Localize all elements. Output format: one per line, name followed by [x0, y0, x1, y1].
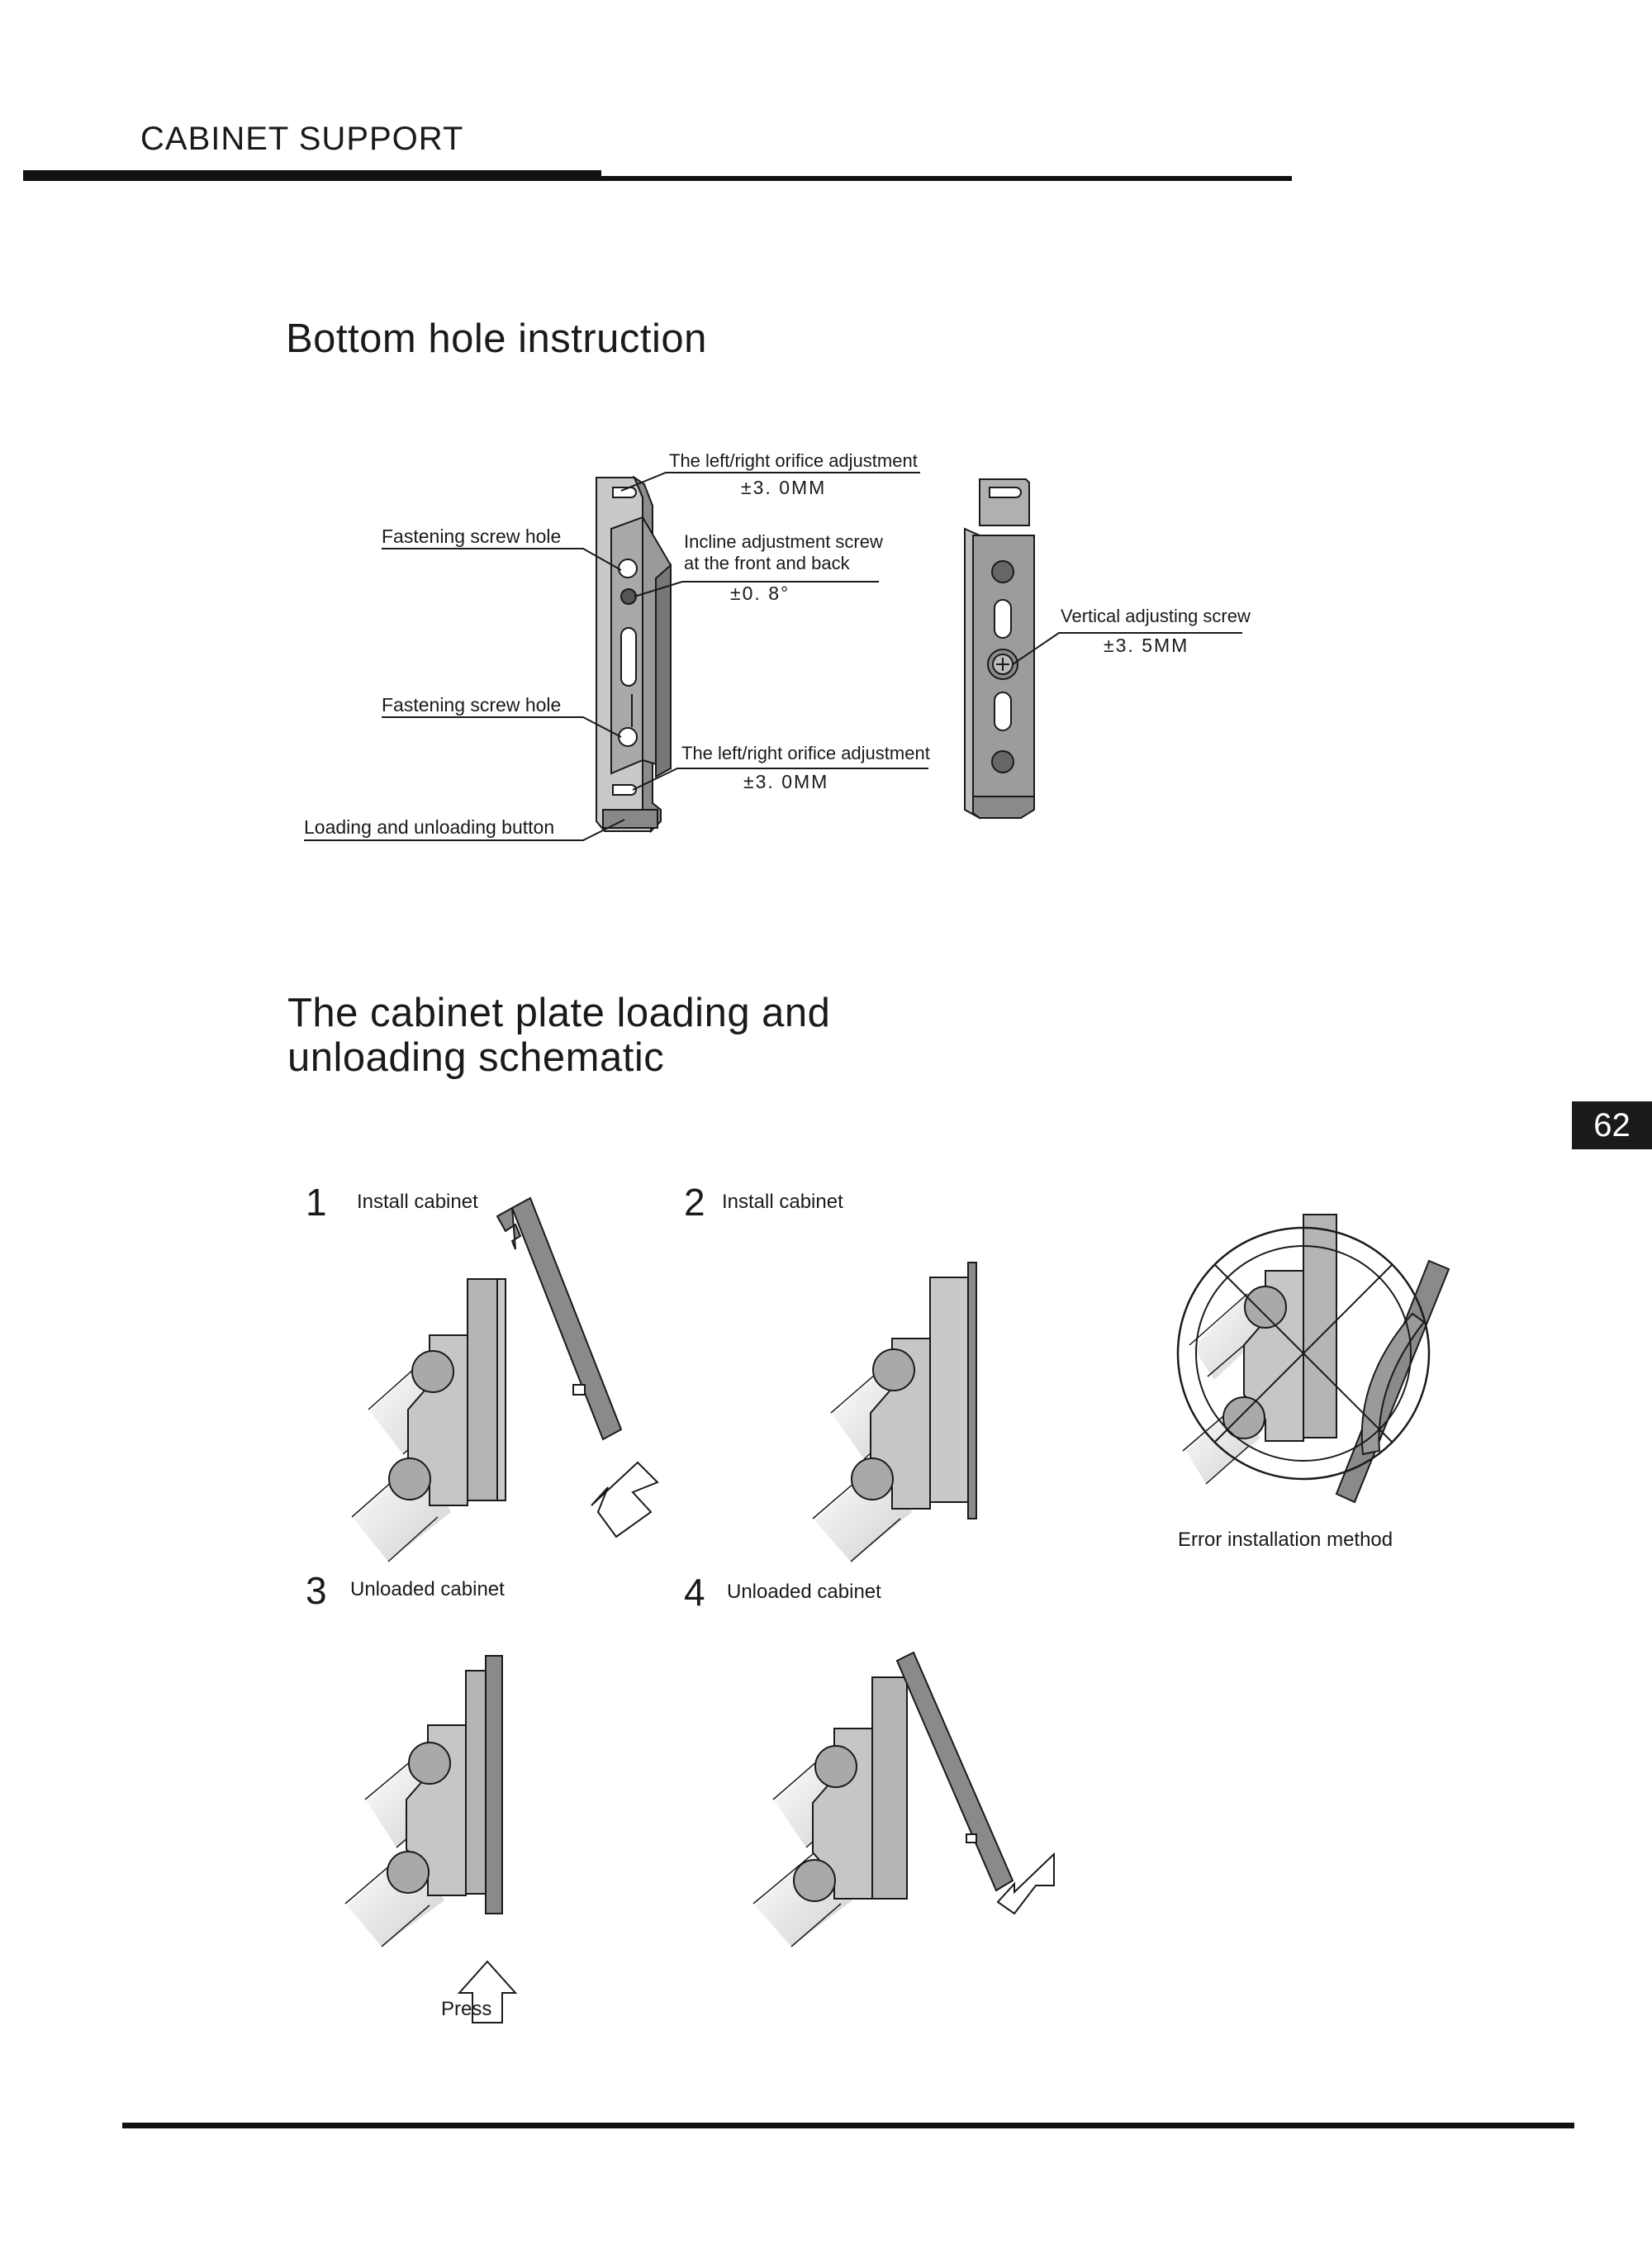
step1-illustration	[351, 1196, 659, 1562]
label-orifice-bottom: The left/right orifice adjustment	[681, 743, 930, 763]
step-label-4: Unloaded cabinet	[727, 1581, 881, 1603]
header-rule-thick	[23, 170, 601, 180]
error-installation-label: Error installation method	[1178, 1529, 1393, 1551]
section-title-loading-schematic: The cabinet plate loading and unloading …	[287, 991, 831, 1080]
step-number-1: 1	[306, 1181, 327, 1224]
label-vertical-adjusting-screw: Vertical adjusting screw	[1061, 606, 1251, 626]
bracket-side-illustration	[964, 478, 1035, 820]
step-number-2: 2	[684, 1181, 705, 1224]
step3-illustration	[344, 1655, 518, 2023]
label-loading-unloading-button: Loading and unloading button	[304, 816, 555, 838]
step-number-3: 3	[306, 1569, 327, 1612]
footer-rule	[122, 2123, 1574, 2128]
press-label: Press	[441, 1998, 492, 2020]
section-title-bottom-hole: Bottom hole instruction	[286, 316, 707, 361]
value-vertical: ±3. 5MM	[1104, 635, 1189, 656]
page-header-title: CABINET SUPPORT	[140, 121, 464, 157]
value-incline: ±0. 8°	[730, 583, 790, 604]
value-orifice-bottom: ±3. 0MM	[743, 771, 829, 792]
page-number-tab: 62	[1572, 1101, 1652, 1149]
label-orifice-top: The left/right orifice adjustment	[669, 450, 918, 471]
label-fastening-screw-hole-1: Fastening screw hole	[382, 525, 562, 547]
step2-illustration	[812, 1262, 977, 1562]
step4-illustration	[752, 1651, 1055, 1947]
step-label-1: Install cabinet	[357, 1191, 478, 1213]
step-number-4: 4	[684, 1571, 705, 1614]
bracket-front-illustration	[596, 475, 672, 834]
label-fastening-screw-hole-2: Fastening screw hole	[382, 694, 562, 716]
header-rule	[23, 176, 1292, 181]
label-incline-line1: Incline adjustment screw	[684, 531, 883, 552]
step-label-2: Install cabinet	[722, 1191, 843, 1213]
value-orifice-top: ±3. 0MM	[741, 477, 827, 498]
error-illustration	[1176, 1214, 1450, 1504]
step-label-3: Unloaded cabinet	[350, 1578, 505, 1600]
label-incline-line2: at the front and back	[684, 553, 850, 573]
